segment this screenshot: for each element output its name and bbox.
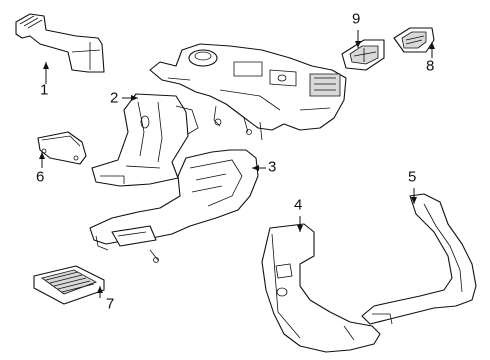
- part-2-bracket: [91, 93, 199, 187]
- callout-4: 4: [294, 196, 302, 213]
- callout-2: 2: [110, 89, 118, 106]
- part-1-duct: [15, 13, 105, 73]
- callout-7: 7: [106, 295, 114, 312]
- part-3-floor-panel: [89, 149, 259, 263]
- part-4-side-panel: [261, 223, 381, 353]
- callout-1: 1: [40, 81, 48, 98]
- part-6-cover: [37, 131, 87, 165]
- part-7-grille: [33, 265, 105, 305]
- callout-6: 6: [36, 168, 44, 185]
- callout-8: 8: [426, 57, 434, 74]
- callout-5: 5: [408, 168, 416, 185]
- main-assembly: [149, 43, 347, 141]
- part-8-switch-bezel: [393, 27, 435, 53]
- callout-9: 9: [352, 10, 360, 27]
- part-5-side-panel: [361, 193, 477, 325]
- callout-3: 3: [268, 158, 276, 175]
- part-9-switch: [341, 39, 385, 71]
